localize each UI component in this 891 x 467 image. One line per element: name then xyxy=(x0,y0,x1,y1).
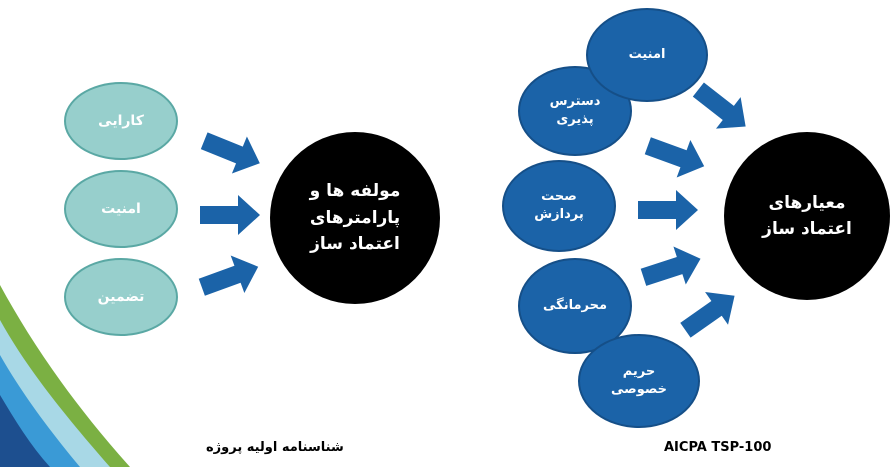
right-diagram-caption: AICPA TSP-100 xyxy=(664,440,772,455)
input-node-label: امنیت xyxy=(628,47,666,63)
arrow-right-5 xyxy=(673,279,747,347)
input-node-security: امنیت xyxy=(586,8,708,102)
input-node-label: محرمانگی xyxy=(542,298,608,314)
input-node-assurance: تضمین xyxy=(64,258,178,336)
input-node-processing-integrity: صحت پردازش xyxy=(502,160,616,252)
arrow-left-top xyxy=(196,122,268,182)
left-diagram-caption: شناسنامه اولیه پروژه xyxy=(206,440,344,455)
input-node-label: صحت پردازش xyxy=(534,189,584,222)
target-node-label: معیارهای اعتماد ساز xyxy=(762,192,852,239)
arrow-left-bottom xyxy=(194,247,266,307)
target-node-label: مولفه ها و پارامترهای اعتماد ساز xyxy=(309,181,401,255)
input-node-performance: کارایی xyxy=(64,82,178,160)
target-node-trust-criteria: معیارهای اعتماد ساز xyxy=(724,132,890,300)
input-node-availability: دسترس پذیری xyxy=(518,66,632,156)
arrow-right-4 xyxy=(637,239,707,297)
input-node-label: دسترس پذیری xyxy=(549,94,601,127)
input-node-label: امنیت xyxy=(101,200,141,217)
target-node-trust-components: مولفه ها و پارامترهای اعتماد ساز xyxy=(270,132,440,304)
input-node-label: حریم خصوصی xyxy=(610,364,668,397)
input-node-label: کارایی xyxy=(98,112,144,129)
arrow-right-3 xyxy=(638,190,698,230)
arrow-right-1 xyxy=(686,73,758,143)
arrow-right-2 xyxy=(640,126,712,186)
input-node-security: امنیت xyxy=(64,170,178,248)
input-node-label: تضمین xyxy=(97,288,145,305)
input-node-privacy: حریم خصوصی xyxy=(578,334,700,428)
arrow-left-middle xyxy=(200,195,260,235)
